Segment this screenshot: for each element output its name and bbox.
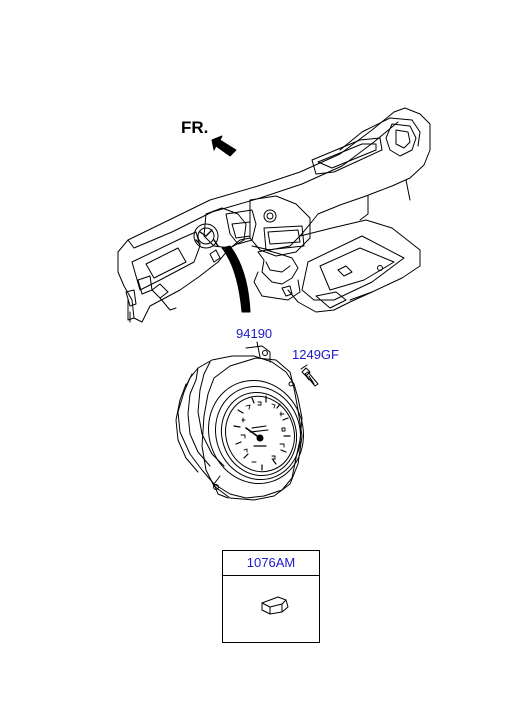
callout-arrow xyxy=(221,245,251,313)
screw-illustration xyxy=(300,364,319,387)
part-number-screw[interactable]: 1249GF xyxy=(292,347,339,362)
clip-illustration xyxy=(261,596,289,615)
clip-part-box: 1076AM xyxy=(222,550,320,643)
front-direction-label: FR. xyxy=(181,118,209,137)
clip-part-box-header: 1076AM xyxy=(223,551,319,576)
instrument-cluster-illustration xyxy=(175,341,305,501)
front-direction-arrow xyxy=(211,135,237,157)
part-number-clip[interactable]: 1076AM xyxy=(246,555,296,570)
dashboard-illustration xyxy=(117,107,431,323)
part-number-instrument-cluster[interactable]: 94190 xyxy=(236,326,273,341)
